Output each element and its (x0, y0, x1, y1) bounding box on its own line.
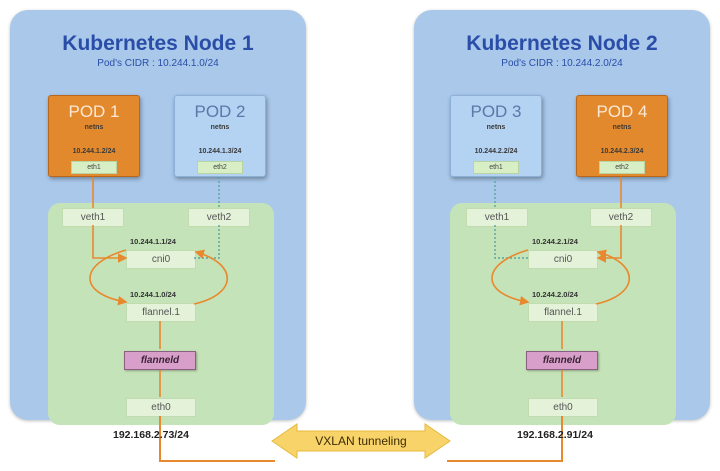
node2-eth0-to-tunnel-wire (447, 416, 563, 462)
flannel-ip: 10.244.1.0/24 (130, 290, 176, 299)
cni0-to-flannel-loop-left (491, 249, 530, 306)
node-cidr: Pod's CIDR : 10.244.2.0/24 (501, 58, 623, 69)
pod-eth: eth2 (599, 161, 645, 174)
pod3-to-cni0-wire (494, 177, 528, 259)
pod-netns: netns (612, 124, 632, 131)
pod4-to-cni0-wire (598, 177, 622, 258)
cni0-bridge: cni0 (528, 250, 598, 269)
cni-ip: 10.244.1.1/24 (130, 237, 176, 246)
node1-eth0-to-tunnel-wire (159, 416, 275, 462)
pod-1: POD 1 netns 10.244.1.2/24 eth1 (48, 95, 140, 177)
pod-ip: 10.244.1.2/24 (72, 148, 116, 155)
node-title: Kubernetes Node 2 (466, 32, 658, 55)
cni0-to-flannel-loop-left (89, 249, 128, 306)
pod-name: POD 2 (194, 102, 246, 121)
veth1: veth1 (466, 208, 528, 227)
flanneld-daemon: flanneld (526, 351, 598, 370)
pod-ip: 10.244.2.2/24 (474, 148, 518, 155)
pod-netns: netns (84, 124, 104, 131)
node-cidr: Pod's CIDR : 10.244.1.0/24 (97, 58, 219, 69)
kubernetes-node-1: Kubernetes Node 1 Pod's CIDR : 10.244.1.… (10, 10, 306, 425)
pod-eth: eth1 (473, 161, 519, 174)
pod2-to-cni0-wire (194, 177, 220, 259)
flannel-ip: 10.244.2.0/24 (532, 290, 578, 299)
flannel-1-interface: flannel.1 (528, 303, 598, 322)
vxlan-tunnel-arrow-icon (271, 423, 451, 459)
pod-ip: 10.244.1.3/24 (198, 148, 242, 155)
pod-eth: eth1 (71, 161, 117, 174)
pod-3: POD 3 netns 10.244.2.2/24 eth1 (450, 95, 542, 177)
pod-eth: eth2 (197, 161, 243, 174)
node2-host-ip: 192.168.2.91/24 (517, 429, 593, 441)
pod-name: POD 3 (470, 102, 522, 121)
pod-netns: netns (486, 124, 506, 131)
vxlan-tunnel-label: VXLAN tunneling (315, 434, 407, 448)
pod1-to-cni0-wire (92, 177, 126, 258)
pod-4: POD 4 netns 10.244.2.3/24 eth2 (576, 95, 668, 177)
flanneld-daemon: flanneld (124, 351, 196, 370)
node-title: Kubernetes Node 1 (62, 32, 254, 55)
pod-netns: netns (210, 124, 230, 131)
cni0-to-flannel-loop-right (193, 249, 228, 305)
pod-name: POD 4 (596, 102, 648, 121)
flannel-1-interface: flannel.1 (126, 303, 196, 322)
cni0-to-flannel-loop-right (595, 249, 630, 305)
kubernetes-node-2: Kubernetes Node 2 Pod's CIDR : 10.244.2.… (414, 10, 710, 425)
pod-name: POD 1 (68, 102, 120, 121)
node1-host-ip: 192.168.2.73/24 (113, 429, 189, 441)
pod-2: POD 2 netns 10.244.1.3/24 eth2 (174, 95, 266, 177)
pod-ip: 10.244.2.3/24 (600, 148, 644, 155)
cni-ip: 10.244.2.1/24 (532, 237, 578, 246)
